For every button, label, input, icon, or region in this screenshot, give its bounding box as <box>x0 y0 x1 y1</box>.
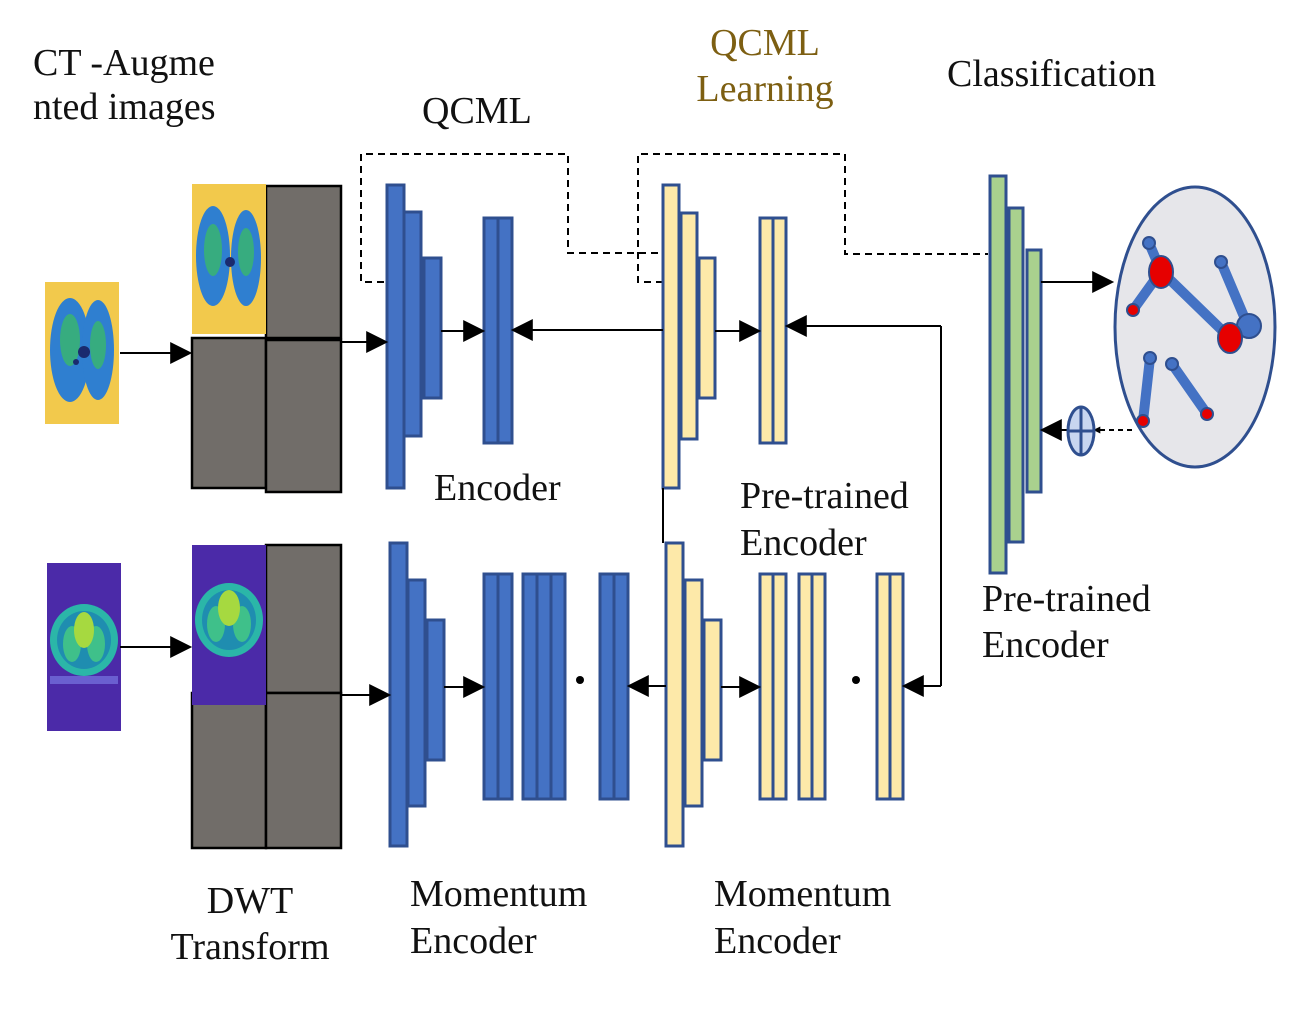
momentum-encoder-bottom <box>388 541 446 848</box>
label-pretrained-right-1: Pre-trained <box>982 578 1151 620</box>
label-momentum1-2: Encoder <box>410 920 537 962</box>
qcml-encoder-top <box>385 183 443 490</box>
momentum-yellow-stacks-bottom <box>758 572 905 801</box>
label-qcml-learning-1: QCML <box>710 22 820 64</box>
flow-arrows <box>120 271 1132 706</box>
label-qcml-learning-2: Learning <box>696 68 834 110</box>
dwt-grid-top <box>190 184 343 494</box>
label-pretrained-mid-1: Pre-trained <box>740 475 909 517</box>
label-pretrained-mid-2: Encoder <box>740 522 867 564</box>
label-classification: Classification <box>947 53 1156 95</box>
dwt-chest-thumbnail <box>192 545 266 705</box>
label-momentum2-2: Encoder <box>714 920 841 962</box>
label-dwt-1: DWT <box>206 880 294 922</box>
label-ct-augmented-1: CT -Augme <box>33 42 215 84</box>
dashed-link-learning <box>637 153 988 283</box>
classifier-encoder <box>988 174 1043 575</box>
momentum-stacks-bottom <box>482 572 630 801</box>
momentum-pretrained-bottom <box>664 541 723 848</box>
dwt-grid-bottom <box>190 543 343 850</box>
label-dwt-2: Transform <box>170 926 330 968</box>
ct-lung-image <box>45 282 119 424</box>
dashed-link-qcml <box>360 153 663 283</box>
label-encoder: Encoder <box>434 467 561 509</box>
dwt-lung-thumbnail <box>192 184 266 334</box>
label-qcml: QCML <box>422 90 532 132</box>
encoder-stack-top <box>482 216 514 445</box>
label-momentum2-1: Momentum <box>714 873 892 915</box>
ellipsis-dot-yellow <box>852 676 860 684</box>
ellipsis-dot-blue <box>576 676 584 684</box>
aggregation-node-icon <box>1066 405 1096 457</box>
label-ct-augmented-2: nted images <box>33 86 216 128</box>
label-momentum1-1: Momentum <box>410 873 588 915</box>
ct-chest-image <box>47 563 121 731</box>
label-pretrained-right-2: Encoder <box>982 624 1109 666</box>
pretrained-stack-top <box>758 216 788 445</box>
graph-classification-icon <box>1113 185 1277 469</box>
pretrained-encoder-top <box>661 183 717 490</box>
